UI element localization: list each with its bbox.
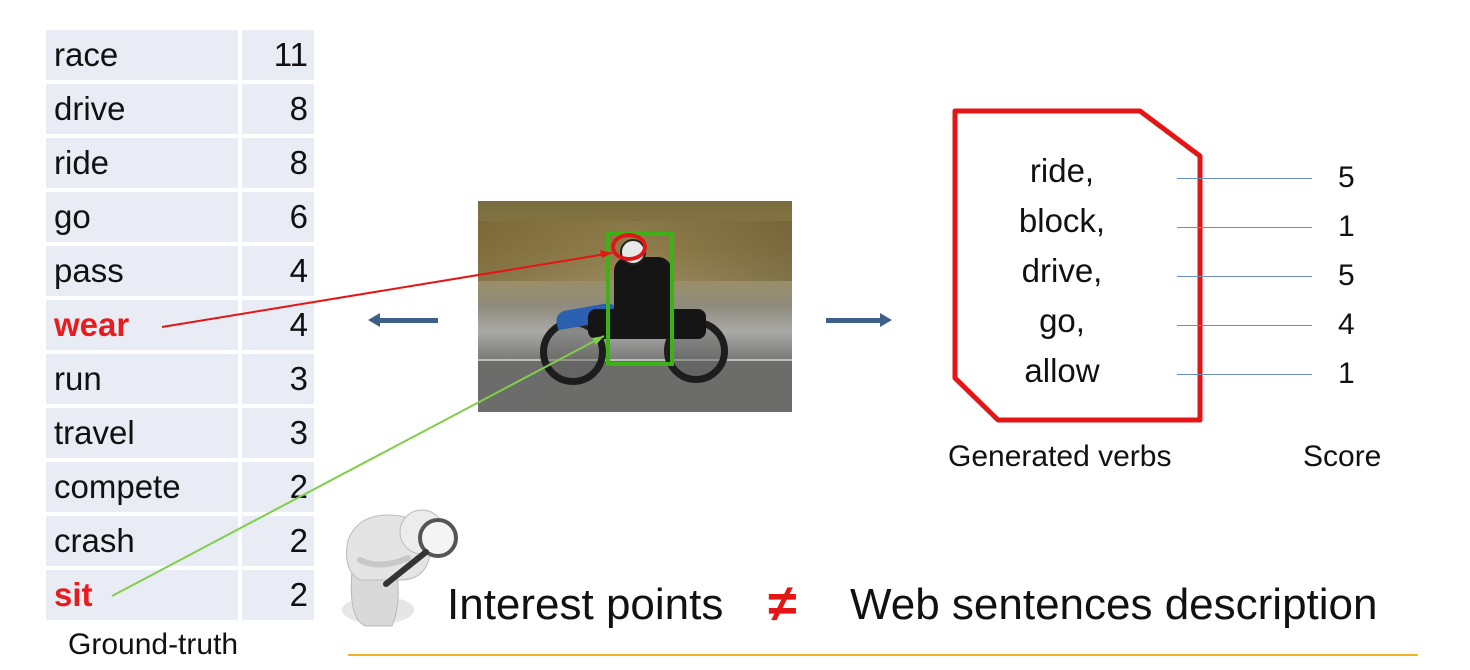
motorcycle-photo: [478, 201, 792, 412]
generated-verb: allow: [1024, 352, 1100, 389]
score-value: 1: [1338, 210, 1355, 243]
count-cell: 3: [240, 352, 314, 408]
left-arrow-shaft: [380, 318, 438, 323]
right-arrow-shaft: [826, 318, 882, 323]
score-caption: Score: [1303, 440, 1382, 473]
interest-points-text: Interest points: [447, 580, 724, 629]
verb-cell: wear: [46, 298, 242, 354]
count-cell: 2: [240, 514, 314, 570]
count-cell: 2: [240, 460, 314, 516]
count-cell: 8: [240, 136, 314, 192]
score-value: 1: [1338, 357, 1355, 390]
magnifying-glass-figure-icon: [342, 509, 458, 627]
score-value: 5: [1338, 161, 1355, 194]
score-connector-line: [1177, 276, 1312, 277]
generated-verbs-panel: ride, block, drive, go, allow: [952, 108, 1204, 423]
verb-cell: drive: [46, 82, 242, 138]
bottom-divider: [348, 654, 1418, 656]
generated-verb: drive,: [1021, 252, 1103, 289]
verb-cell: sit: [46, 568, 242, 624]
count-cell: 4: [240, 244, 314, 300]
score-value: 4: [1338, 308, 1355, 341]
score-connector-line: [1177, 178, 1312, 179]
score-connector-line: [1177, 374, 1312, 375]
verb-cell: run: [46, 352, 242, 408]
verb-cell: travel: [46, 406, 242, 462]
generated-verb: ride,: [1029, 152, 1095, 189]
generated-verb: go,: [1039, 302, 1085, 339]
count-cell: 8: [240, 82, 314, 138]
count-cell: 11: [240, 30, 314, 84]
verb-cell: go: [46, 190, 242, 246]
score-connector-line: [1177, 325, 1312, 326]
verb-cell: race: [46, 30, 242, 84]
right-arrow-icon: [880, 313, 892, 327]
web-sentences-text: Web sentences description: [850, 580, 1378, 629]
ground-truth-caption: Ground-truth: [68, 628, 239, 661]
score-value: 5: [1338, 259, 1355, 292]
generated-verbs-caption: Generated verbs: [948, 440, 1172, 473]
verb-cell: crash: [46, 514, 242, 570]
score-connector-line: [1177, 227, 1312, 228]
count-cell: 3: [240, 406, 314, 462]
count-cell: 4: [240, 298, 314, 354]
generated-verb: block,: [1018, 202, 1106, 239]
not-equal-symbol: ≠: [768, 575, 797, 633]
count-cell: 6: [240, 190, 314, 246]
count-cell: 2: [240, 568, 314, 624]
verb-cell: ride: [46, 136, 242, 192]
helmet-interest-ring: [611, 233, 647, 261]
verb-cell: pass: [46, 244, 242, 300]
left-arrow-icon: [368, 313, 380, 327]
verb-cell: compete: [46, 460, 242, 516]
